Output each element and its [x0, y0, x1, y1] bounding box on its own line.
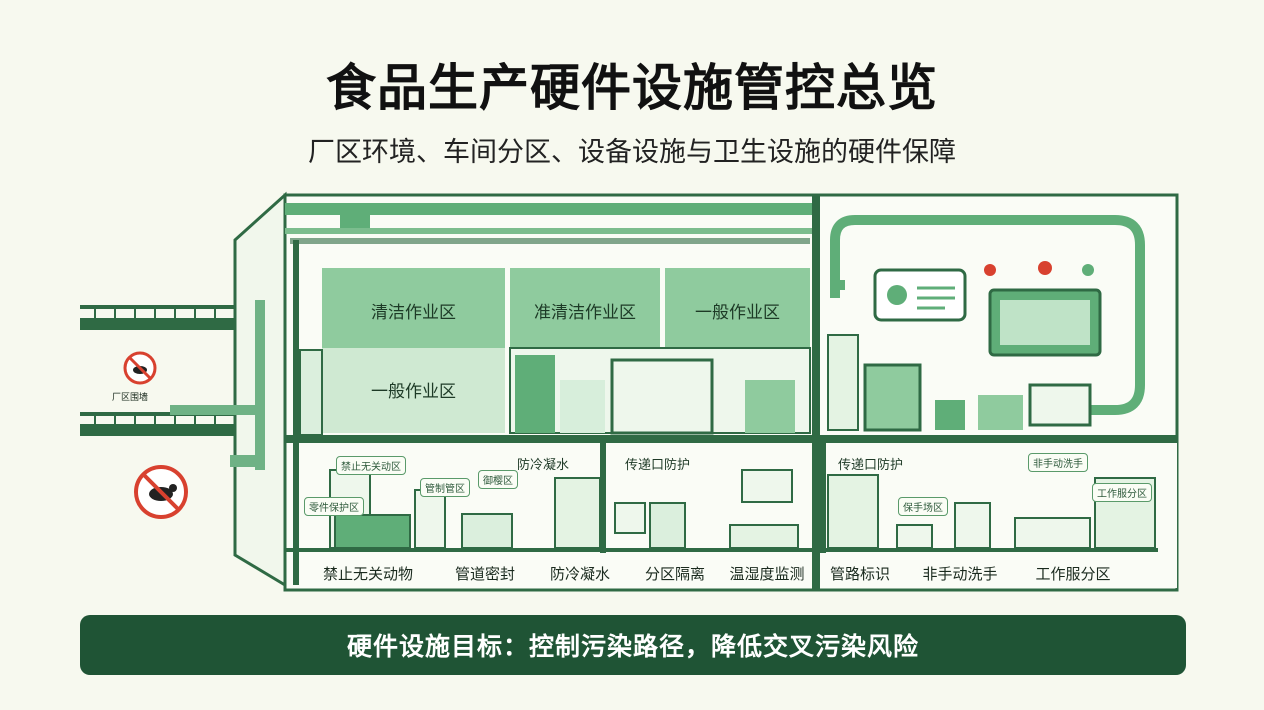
- zone-general-left-label: 一般作业区: [371, 382, 456, 402]
- zone-general-right-label: 一般作业区: [695, 303, 780, 323]
- tag-hands-free-wash: 非手动洗手: [1028, 453, 1088, 472]
- fence-sign-label: 厂区围墙: [112, 393, 149, 403]
- tag-workwear-area: 工作服分区: [1092, 483, 1152, 502]
- label-pipe-seal: 管道密封: [454, 565, 516, 583]
- label-temp-humidity: 温湿度监测: [729, 565, 805, 583]
- label-zone-isolation: 分区隔离: [644, 565, 706, 583]
- right-panel-header: 传递口防护: [838, 458, 904, 473]
- zone-clean-label: 清洁作业区: [371, 303, 456, 323]
- tag-protect-area: 保手场区: [898, 497, 948, 516]
- label-hands-free-wash: 非手动洗手: [922, 565, 998, 583]
- tag-controlled-area: 管制管区: [420, 478, 470, 497]
- page-title: 食品生产硬件设施管控总览: [326, 59, 938, 117]
- no-animal-sign-small-icon: [123, 351, 157, 385]
- factory-fence: [80, 305, 235, 436]
- tag-parts-area: 零件保护区: [304, 497, 364, 516]
- label-workwear-zone: 工作服分区: [1035, 565, 1111, 583]
- label-pipe-marking: 管路标识: [829, 565, 891, 583]
- mid-panel-header: 传递口防护: [625, 458, 691, 473]
- page-subtitle: 厂区环境、车间分区、设备设施与卫生设施的硬件保障: [308, 137, 956, 168]
- tag-no-animal-area: 禁止无关动区: [336, 456, 406, 475]
- goal-banner: 硬件设施目标：控制污染路径，降低交叉污染风险: [80, 615, 1186, 675]
- tag-condensation: 防冷凝水: [517, 458, 570, 473]
- no-animal-sign-large-icon: [134, 465, 188, 519]
- label-anti-condensation: 防冷凝水: [549, 565, 611, 583]
- zone-blocks: [299, 268, 811, 436]
- lower-equipment: [329, 469, 1156, 549]
- zone-semi-clean-label: 准清洁作业区: [534, 303, 636, 323]
- label-no-animals: 禁止无关动物: [322, 565, 414, 583]
- left-pipes: [170, 300, 265, 470]
- control-room: [827, 215, 1145, 432]
- tag-area: 御樱区: [478, 470, 518, 489]
